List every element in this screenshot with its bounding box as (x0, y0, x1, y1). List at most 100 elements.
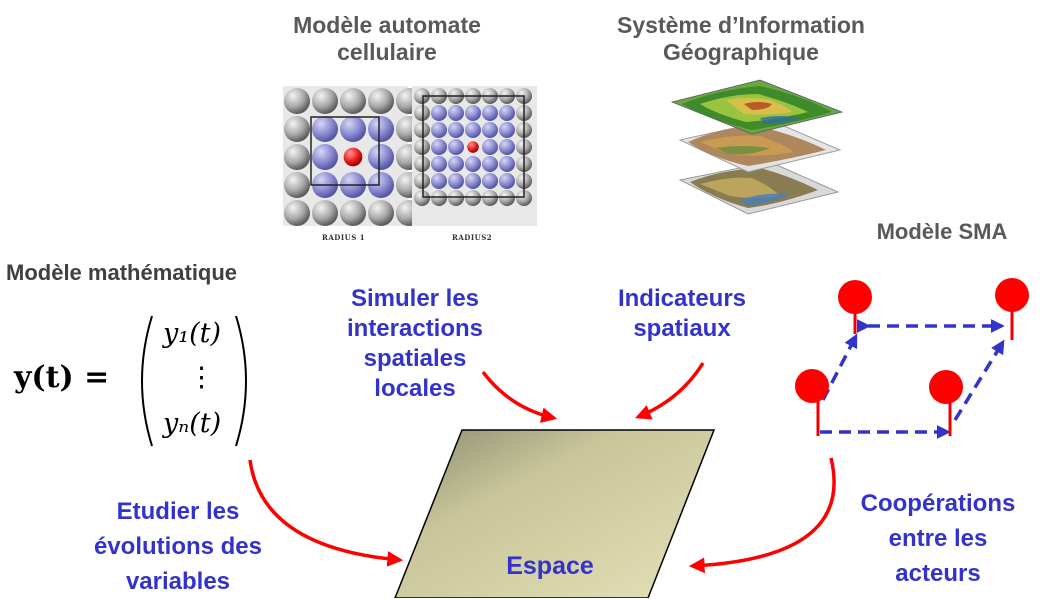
sma-title: Modèle SMA (876, 219, 1008, 244)
neighbor-cell (431, 105, 447, 121)
simuler-line1: Simuler les (350, 285, 480, 312)
neighbor-cell (312, 116, 338, 142)
neighbor-cell (499, 122, 515, 138)
espace-parallelogram (394, 429, 716, 598)
outer-cell (414, 173, 430, 189)
equation-lhs-text: y(t) = (14, 360, 110, 395)
outer-cell (414, 139, 430, 155)
outer-cell (414, 156, 430, 172)
cooperations-line2: entre les (888, 525, 988, 552)
neighbor-cell (431, 173, 447, 189)
espace-label: Espace (506, 552, 594, 580)
neighbor-cell (482, 105, 498, 121)
neighbor-cell (368, 116, 394, 142)
cooperations-label: Coopérations entre les acteurs (826, 486, 1050, 591)
outer-cell (312, 88, 338, 114)
outer-cell (431, 190, 447, 206)
agent-pin-top-right (995, 278, 1029, 340)
outer-cell (414, 105, 430, 121)
neighbor-cell (368, 172, 394, 198)
etudier-line1: Etudier les (116, 498, 240, 525)
math-model-title: Modèle mathématique (6, 260, 238, 285)
cellular-automaton-title-line1: Modèle automate (293, 12, 481, 38)
agent-pin-bottom-left (795, 369, 829, 436)
outer-cell (414, 88, 430, 104)
neighbor-cell (448, 122, 464, 138)
radius2-label: Radius2 (452, 233, 493, 242)
cellular-automaton-title-line2: cellulaire (337, 39, 437, 65)
neighbor-cell (312, 144, 338, 170)
sma-link-right (953, 339, 1005, 421)
matrix-right-paren (235, 315, 247, 447)
arrow-sma-to-espace (688, 457, 836, 574)
outer-cell (284, 88, 310, 114)
neighbor-cell (448, 105, 464, 121)
indicateurs-line2: spatiaux (633, 315, 731, 342)
radius1-label: Radius 1 (322, 233, 366, 242)
outer-cell (465, 190, 481, 206)
equation-y1: y₁(t) (163, 318, 221, 349)
ca-grid-radius2 (412, 86, 537, 226)
agent-pin-top-left (838, 280, 872, 334)
neighbor-cell (340, 116, 366, 142)
center-cell (343, 147, 363, 167)
sma-agents-diagram (795, 278, 1029, 439)
outer-cell (414, 122, 430, 138)
neighbor-cell (431, 122, 447, 138)
neighbor-cell (465, 156, 481, 172)
arrow-math-to-espace (248, 459, 404, 567)
neighbor-cell (465, 105, 481, 121)
outer-cell (284, 200, 310, 226)
gis-title-line1: Système d’Information (617, 12, 865, 38)
etudier-label: Etudier les évolutions des variables (48, 494, 308, 599)
equation-dots: ⋮ (188, 362, 215, 393)
outer-cell (284, 144, 310, 170)
cooperations-line1: Coopérations (860, 490, 1016, 517)
outer-cell (284, 172, 310, 198)
outer-cell (284, 116, 310, 142)
neighbor-cell (448, 173, 464, 189)
outer-cell (499, 190, 515, 206)
matrix-left-paren (141, 315, 153, 447)
outer-cell (368, 88, 394, 114)
neighbor-cell (431, 139, 447, 155)
sma-link-left (821, 333, 858, 401)
outer-cell (368, 200, 394, 226)
outer-cell (482, 190, 498, 206)
simuler-label: Simuler les interactions spatiales local… (310, 284, 520, 404)
neighbor-cell (448, 139, 464, 155)
neighbor-cell (499, 105, 515, 121)
outer-cell (414, 190, 430, 206)
neighbor-cell (448, 156, 464, 172)
neighbor-cell (482, 156, 498, 172)
outer-cell (516, 190, 532, 206)
simuler-line2: interactions (346, 315, 484, 342)
neighbor-cell (368, 144, 394, 170)
gis-title: Système d’Information Géographique (596, 12, 886, 66)
simuler-line3: spatiales (363, 345, 467, 372)
cellular-automaton-title: Modèle automate cellulaire (262, 12, 512, 66)
etudier-line2: évolutions des (93, 533, 263, 560)
outer-cell (340, 200, 366, 226)
equation-yn: yₙ(t) (163, 408, 222, 439)
arrow-simuler-to-espace (481, 370, 558, 423)
indicateurs-line1: Indicateurs (617, 285, 747, 312)
neighbor-cell (482, 139, 498, 155)
gis-layers-image (670, 79, 844, 215)
agent-pin-bottom-right (929, 370, 963, 436)
ca-grid-radius1 (283, 86, 422, 226)
outer-cell (340, 88, 366, 114)
simuler-line4: locales (374, 375, 456, 402)
neighbor-cell (431, 156, 447, 172)
neighbor-cell (482, 173, 498, 189)
indicateurs-label: Indicateurs spatiaux (582, 284, 782, 344)
neighbor-cell (499, 139, 515, 155)
gis-title-line2: Géographique (663, 39, 819, 65)
etudier-line3: variables (125, 568, 231, 595)
cooperations-line3: acteurs (895, 560, 981, 587)
center-cell (467, 141, 479, 153)
equation-lhs: y(t) = (14, 360, 109, 395)
neighbor-cell (482, 122, 498, 138)
neighbor-cell (499, 173, 515, 189)
